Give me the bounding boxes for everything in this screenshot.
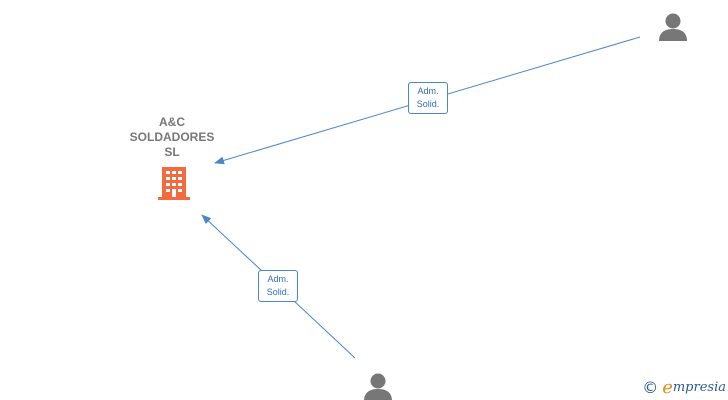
brand-logo-text: mpresia: [672, 380, 726, 395]
relation-label-line: Solid.: [266, 287, 290, 297]
company-name[interactable]: A&C SOLDADORES SL: [122, 115, 222, 160]
company-name-line: A&C: [159, 115, 185, 129]
relation-label-line: Adm.: [267, 274, 289, 284]
company-name-line: SOLDADORES: [129, 130, 215, 144]
relation-label: Adm. Solid.: [408, 82, 448, 114]
relation-label-line: Solid.: [416, 99, 440, 109]
relation-label: Adm. Solid.: [258, 270, 298, 302]
company-name-line: SL: [164, 145, 180, 159]
relation-label-line: Adm.: [417, 86, 439, 96]
empresia-watermark: © e mpresia: [642, 378, 726, 398]
person-icon[interactable]: [364, 373, 392, 400]
person-icon[interactable]: [659, 13, 687, 42]
building-icon[interactable]: [158, 167, 190, 200]
brand-logo-initial: e: [662, 377, 673, 398]
copyright-symbol: ©: [642, 378, 659, 397]
